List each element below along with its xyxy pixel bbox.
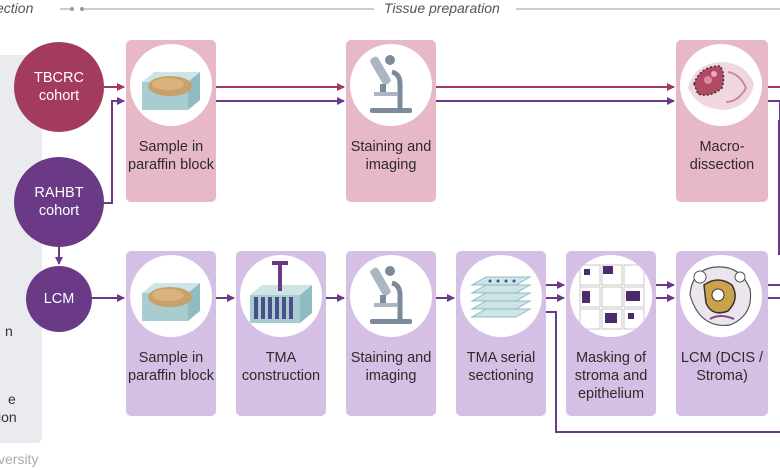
step-bottom-lcm: LCM (DCIS / Stroma) bbox=[676, 251, 768, 416]
section-header-left: ection bbox=[0, 0, 34, 16]
step-bottom-staining-imaging: Staining and imaging bbox=[346, 251, 436, 416]
step-label: TMA serial sectioning bbox=[466, 350, 536, 385]
step-label: Staining and imaging bbox=[350, 350, 432, 385]
lcm-tissue-icon bbox=[680, 255, 762, 337]
step-label: Sample in paraffin block bbox=[128, 139, 214, 174]
left-panel-text-1: n bbox=[5, 323, 13, 339]
serial-sections-icon bbox=[460, 255, 542, 337]
left-panel-text-3: ion bbox=[0, 409, 17, 425]
step-top-staining-imaging: Staining and imaging bbox=[346, 40, 436, 202]
step-label: LCM (DCIS / Stroma) bbox=[680, 350, 764, 385]
step-top-macro-dissection: Macro-dissection bbox=[676, 40, 768, 202]
rahbt-cohort-node: RAHBT cohort bbox=[14, 157, 104, 247]
step-bottom-masking: Masking of stroma and epithelium bbox=[566, 251, 656, 416]
step-label: Macro-dissection bbox=[689, 139, 755, 174]
paraffin-block-icon bbox=[130, 44, 212, 126]
step-label: TMA construction bbox=[241, 350, 321, 385]
microscope-icon bbox=[350, 255, 432, 337]
left-panel-text-bottom: versity bbox=[0, 451, 39, 467]
step-label: Staining and imaging bbox=[350, 139, 432, 174]
step-bottom-tma-serial-sectioning: TMA serial sectioning bbox=[456, 251, 546, 416]
microscope-icon bbox=[350, 44, 432, 126]
step-bottom-tma-construction: TMA construction bbox=[236, 251, 326, 416]
paraffin-block-icon bbox=[130, 255, 212, 337]
step-label: Masking of stroma and epithelium bbox=[574, 350, 648, 403]
section-header-tissue-preparation: Tissue preparation bbox=[384, 0, 500, 16]
lcm-node: LCM bbox=[26, 266, 92, 332]
tma-block-icon bbox=[240, 255, 322, 337]
step-bottom-paraffin-block: Sample in paraffin block bbox=[126, 251, 216, 416]
tissue-slide-icon bbox=[680, 44, 762, 126]
left-panel-text-2: e bbox=[8, 391, 16, 407]
step-label: Sample in paraffin block bbox=[128, 350, 214, 385]
mask-grid-icon bbox=[570, 255, 652, 337]
step-top-paraffin-block: Sample in paraffin block bbox=[126, 40, 216, 202]
tbcrc-cohort-node: TBCRC cohort bbox=[14, 42, 104, 132]
